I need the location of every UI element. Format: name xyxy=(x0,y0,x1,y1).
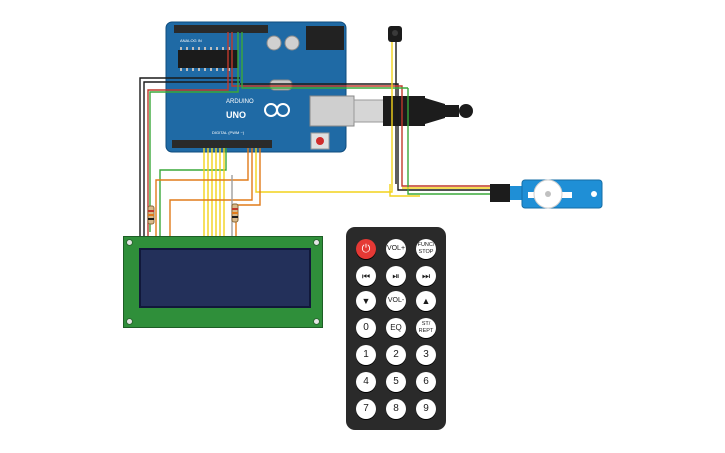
arduino-brand-text: ARDUINO xyxy=(226,99,254,105)
resistor-1[interactable] xyxy=(147,205,155,225)
lcd-mount-hole xyxy=(126,318,133,325)
usb-cable[interactable] xyxy=(353,96,473,126)
vol-up-button[interactable]: VOL+ xyxy=(386,239,406,259)
down-arrow-icon[interactable]: ▼ xyxy=(356,291,376,311)
wires xyxy=(139,32,497,240)
up-arrow-icon[interactable]: ▲ xyxy=(416,291,436,311)
resistor-2[interactable] xyxy=(231,203,239,223)
func-stop-button[interactable]: FUNC/STOP xyxy=(416,239,436,259)
power-icon[interactable]: ⏻ xyxy=(356,239,376,259)
arduino-model-text: UNO xyxy=(226,110,246,120)
lcd-screen xyxy=(139,248,311,308)
button-2[interactable]: 2 xyxy=(386,345,406,365)
usb-port xyxy=(309,95,355,127)
servo-motor[interactable] xyxy=(490,179,603,209)
button-0[interactable]: 0 xyxy=(356,318,376,338)
ir-receiver[interactable] xyxy=(388,26,402,42)
analog-pin-label: ANALOG IN xyxy=(180,38,202,43)
button-6[interactable]: 6 xyxy=(416,372,436,392)
lcd-mount-hole xyxy=(313,318,320,325)
prev-icon[interactable]: ⏮ xyxy=(356,266,376,286)
digital-header xyxy=(172,140,272,148)
digital-pin-label: DIGITAL (PWM ~) xyxy=(212,130,245,135)
vol-down-button[interactable]: VOL- xyxy=(386,291,406,311)
play-pause-icon[interactable]: ⏯ xyxy=(386,266,406,286)
eq-button[interactable]: EQ xyxy=(386,318,406,338)
arduino-board[interactable]: UNO ARDUINO DIGITAL (PWM ~) ANALOG IN xyxy=(165,21,355,153)
analog-header xyxy=(174,25,244,33)
capacitor-1 xyxy=(266,35,282,51)
button-3[interactable]: 3 xyxy=(416,345,436,365)
button-8[interactable]: 8 xyxy=(386,399,406,419)
power-jack xyxy=(306,26,344,50)
lcd-mount-hole xyxy=(126,239,133,246)
st-rept-button[interactable]: ST/REPT xyxy=(416,318,436,338)
reset-button-cap xyxy=(316,137,324,145)
ir-remote[interactable]: ⏻ VOL+ FUNC/STOP ⏮ ⏯ ⏭ ▼ VOL- ▲ 0 EQ ST/… xyxy=(346,227,446,430)
power-header xyxy=(218,25,268,33)
button-5[interactable]: 5 xyxy=(386,372,406,392)
next-icon[interactable]: ⏭ xyxy=(416,266,436,286)
lcd-mount-hole xyxy=(313,239,320,246)
arduino-logo xyxy=(264,103,290,117)
capacitor-2 xyxy=(284,35,300,51)
button-9[interactable]: 9 xyxy=(416,399,436,419)
button-4[interactable]: 4 xyxy=(356,372,376,392)
button-7[interactable]: 7 xyxy=(356,399,376,419)
button-1[interactable]: 1 xyxy=(356,345,376,365)
atmega-chip xyxy=(178,50,238,68)
